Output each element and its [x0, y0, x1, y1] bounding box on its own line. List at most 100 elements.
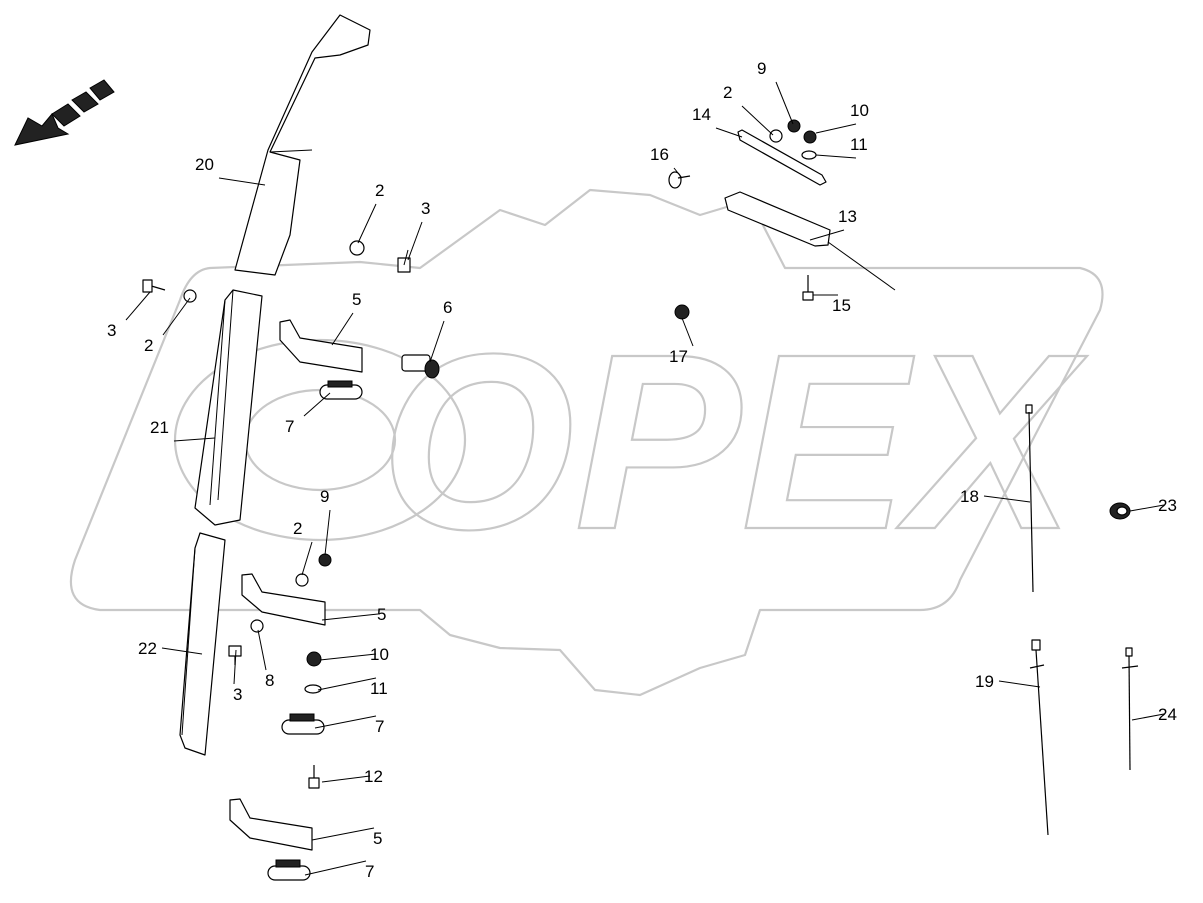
callout-label-22: 22 [138, 639, 157, 658]
callout-label-3a: 3 [421, 199, 430, 218]
callout-2a: 2 [357, 181, 384, 244]
callout-2d: 2 [293, 519, 313, 576]
callout-label-5a: 5 [352, 290, 361, 309]
leader-line-5c [311, 827, 375, 841]
part-9-nut-b [318, 553, 332, 567]
part-20-cover [234, 14, 371, 276]
part-2-washer-d [769, 129, 783, 143]
leader-line-6 [429, 320, 445, 363]
part-11-washer-a [801, 150, 817, 160]
part-17-grommet [674, 304, 690, 320]
callout-label-17: 17 [669, 347, 688, 366]
callout-7c: 7 [304, 860, 374, 881]
callout-label-5b: 5 [377, 605, 386, 624]
part-2-washer-b [183, 289, 197, 303]
direction-arrow-icon [14, 79, 115, 146]
leader-line-10b [319, 653, 377, 661]
callout-19: 19 [975, 672, 1041, 691]
callout-label-11b: 11 [370, 679, 388, 698]
part-7-clamp-c [267, 859, 311, 881]
part-7-clamp-b [281, 713, 325, 735]
part-10-nut-a [803, 130, 817, 144]
callout-label-7b: 7 [375, 717, 384, 736]
callout-label-10b: 10 [370, 645, 389, 664]
part-8-washer [250, 619, 264, 633]
part-18-tie [1025, 404, 1034, 593]
leader-line-19 [998, 680, 1041, 688]
callout-23: 23 [1129, 496, 1177, 515]
leader-line-2c [741, 105, 774, 136]
leader-line-9a [775, 81, 794, 125]
callout-9a: 9 [757, 59, 794, 125]
leader-line-11a [815, 154, 857, 159]
callout-11b: 11 [317, 677, 388, 698]
part-23-grommet [1109, 502, 1131, 520]
leader-line-11b [317, 677, 377, 691]
leader-line-13 [809, 229, 845, 241]
callout-14: 14 [692, 105, 743, 138]
leader-line-7b [314, 715, 377, 729]
leader-line-24 [1131, 713, 1165, 721]
callout-label-10a: 10 [850, 101, 869, 120]
leader-line-9b [324, 509, 331, 556]
callout-11a: 11 [815, 135, 868, 159]
part-24-tie [1121, 647, 1139, 771]
callout-24: 24 [1131, 705, 1177, 724]
leader-line-3a [407, 221, 423, 261]
callout-label-24: 24 [1158, 705, 1177, 724]
leader-line-2b [162, 297, 191, 336]
callout-2c: 2 [723, 83, 774, 136]
callout-7a: 7 [285, 392, 331, 436]
callout-label-9b: 9 [320, 487, 329, 506]
callout-label-14: 14 [692, 105, 711, 124]
callout-22: 22 [138, 639, 203, 658]
callout-13: 13 [809, 207, 857, 241]
callout-label-6: 6 [443, 298, 452, 317]
part-3-bolt-a [397, 249, 411, 273]
part-15-bolt [802, 275, 814, 301]
callout-10a: 10 [815, 101, 869, 134]
part-21-channel [194, 289, 263, 526]
callout-label-13: 13 [838, 207, 857, 226]
callout-label-7a: 7 [285, 417, 294, 436]
part-13-blade [724, 191, 896, 291]
leader-line-5b [321, 613, 379, 621]
part-2-washer-a [349, 240, 365, 256]
part-12-bolt [308, 765, 320, 789]
callout-label-15: 15 [832, 296, 851, 315]
part-3-bolt-b [142, 279, 166, 293]
callout-label-18: 18 [960, 487, 979, 506]
callout-label-5c: 5 [373, 829, 382, 848]
callout-20: 20 [195, 155, 266, 186]
callout-5b: 5 [321, 605, 386, 624]
callout-18: 18 [960, 487, 1031, 506]
callout-label-2c: 2 [723, 83, 732, 102]
watermark-text: OPEX [380, 302, 1088, 581]
part-5-bracket-b [241, 573, 326, 626]
callout-3c: 3 [233, 649, 242, 704]
callout-label-3b: 3 [107, 321, 116, 340]
callout-5a: 5 [331, 290, 361, 346]
callout-label-8: 8 [265, 671, 274, 690]
part-5-bracket-c [229, 798, 313, 851]
callout-label-11a: 11 [850, 135, 868, 154]
part-10-nut-b [306, 651, 322, 667]
callout-2b: 2 [144, 297, 191, 355]
callout-3a: 3 [407, 199, 430, 261]
callout-label-2b: 2 [144, 336, 153, 355]
leader-line-5a [331, 312, 354, 346]
callout-label-20: 20 [195, 155, 214, 174]
leader-line-3c [233, 649, 237, 685]
watermark: OPEX [69, 188, 1104, 697]
callout-label-7c: 7 [365, 862, 374, 881]
callout-label-12: 12 [364, 767, 383, 786]
callout-8: 8 [257, 629, 274, 690]
callout-label-21: 21 [150, 418, 169, 437]
callout-label-3c: 3 [233, 685, 242, 704]
part-11-washer-b [304, 684, 322, 694]
part-22-channel [179, 532, 226, 756]
leader-line-14 [715, 127, 743, 138]
part-19-tie [1029, 639, 1049, 836]
